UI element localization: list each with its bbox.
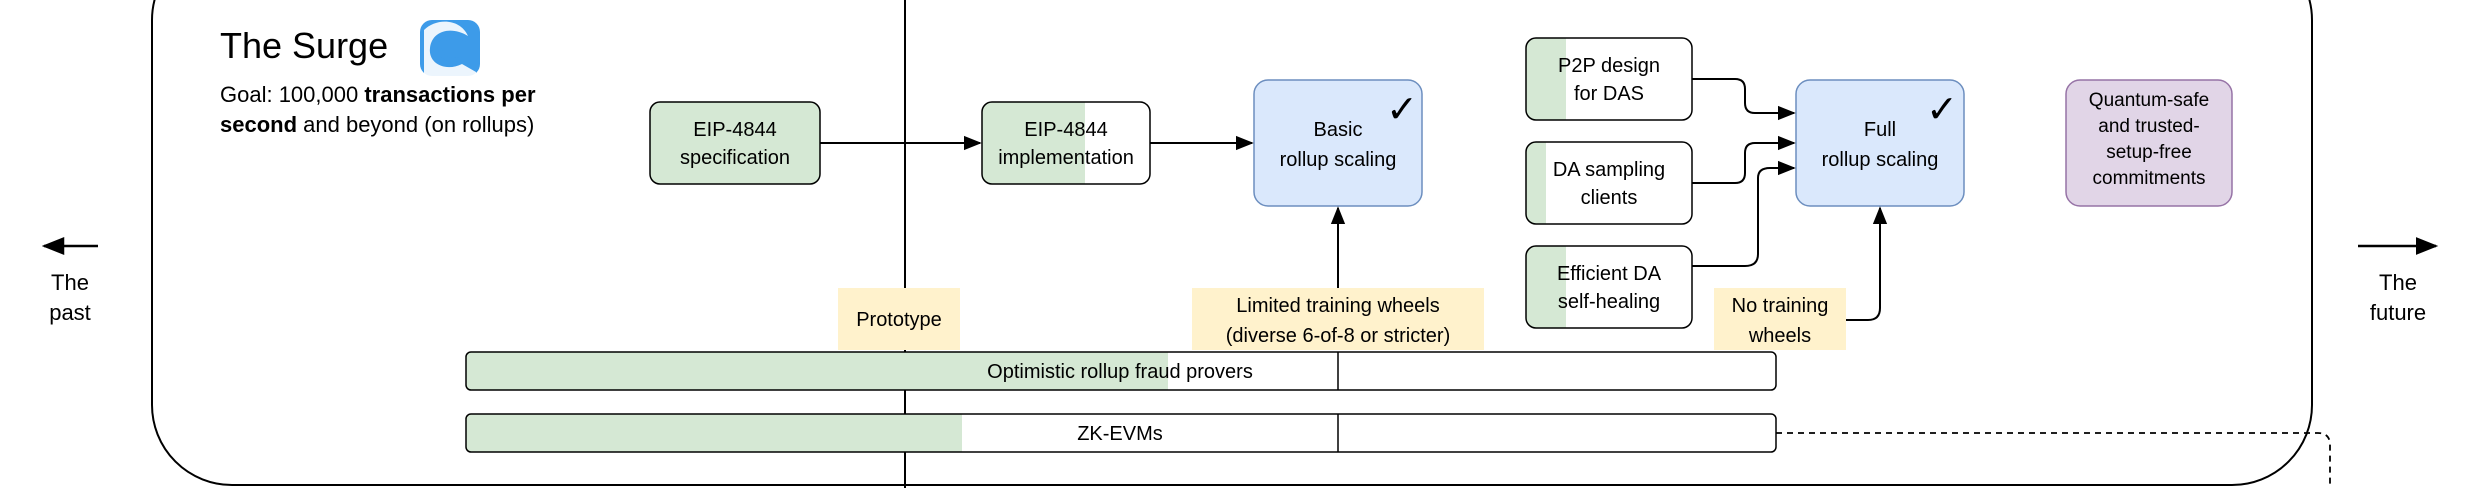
node-eip4844-impl-l1: EIP-4844: [1024, 119, 1107, 141]
node-efficient-da: [1525, 245, 1693, 329]
goal-bold2: second: [220, 112, 297, 137]
node-eip4844-spec-l2: specification: [680, 147, 790, 169]
wave-icon: [420, 20, 480, 76]
node-efficient-da-l1: Efficient DA: [1557, 263, 1662, 285]
node-eip4844-impl-l2: implementation: [998, 147, 1134, 169]
node-eip4844-spec: [649, 101, 821, 185]
node-p2p-das-l1: P2P design: [1558, 55, 1660, 77]
node-full-rollup-l2: rollup scaling: [1822, 149, 1939, 171]
arrow-efficient-full: [1692, 160, 1796, 267]
goal-prefix: Goal: 100,000: [220, 82, 364, 107]
surge-container: [151, 0, 2313, 486]
node-basic-rollup-l1: Basic: [1314, 119, 1363, 141]
stage-prototype: Prototype: [856, 309, 942, 331]
check-icon: ✓: [1926, 89, 1958, 131]
future-label-1: The: [2379, 270, 2417, 295]
node-quantum-l1: Quantum-safe: [2089, 90, 2209, 111]
node-efficient-da-l2: self-healing: [1558, 291, 1660, 313]
zkevm-dashed-link: [1776, 432, 2331, 488]
future-label-2: future: [2370, 300, 2426, 325]
node-eip4844-spec-l1: EIP-4844: [693, 119, 776, 141]
bar-optimistic: [465, 351, 1777, 391]
past-label-2: past: [49, 300, 91, 325]
node-da-sampling-l2: clients: [1581, 187, 1638, 209]
stage-limited-bg: [1192, 288, 1484, 350]
node-basic-rollup: [1253, 79, 1423, 207]
node-quantum-l4: commitments: [2093, 168, 2206, 189]
bar-zkevm-label: ZK-EVMs: [1077, 423, 1163, 445]
stage-limited-l1: Limited training wheels: [1236, 295, 1439, 317]
stage-nowheels-l1: No training: [1732, 295, 1829, 317]
node-quantum: [2065, 79, 2233, 207]
node-full-rollup: [1795, 79, 1965, 207]
node-da-sampling-l1: DA sampling: [1553, 159, 1665, 181]
stage-nowheels-bg: [1714, 288, 1846, 350]
node-full-rollup-l1: Full: [1864, 119, 1896, 141]
stage-nowheels-l2: wheels: [1748, 325, 1811, 347]
node-p2p-das-l2: for DAS: [1574, 83, 1644, 105]
check-icon: ✓: [1386, 89, 1418, 131]
goal-text-2: second and beyond (on rollups): [220, 112, 534, 137]
past-label-1: The: [51, 270, 89, 295]
arrow-nowheels-full: [1846, 206, 1888, 321]
page-title: The Surge: [220, 25, 388, 66]
node-quantum-l2: and trusted-: [2098, 116, 2199, 137]
node-quantum-l3: setup-free: [2106, 142, 2192, 163]
arrow-sampling-full: [1692, 135, 1796, 184]
node-basic-rollup-l2: rollup scaling: [1280, 149, 1397, 171]
arrow-p2p-full: [1692, 78, 1796, 121]
stage-prototype-bg: [838, 288, 960, 350]
goal-text: Goal: 100,000 transactions per: [220, 82, 536, 107]
bar-optimistic-label: Optimistic rollup fraud provers: [987, 361, 1253, 383]
goal-suffix: and beyond (on rollups): [297, 112, 534, 137]
goal-bold1: transactions per: [364, 82, 536, 107]
stage-limited-l2: (diverse 6-of-8 or stricter): [1226, 325, 1451, 347]
